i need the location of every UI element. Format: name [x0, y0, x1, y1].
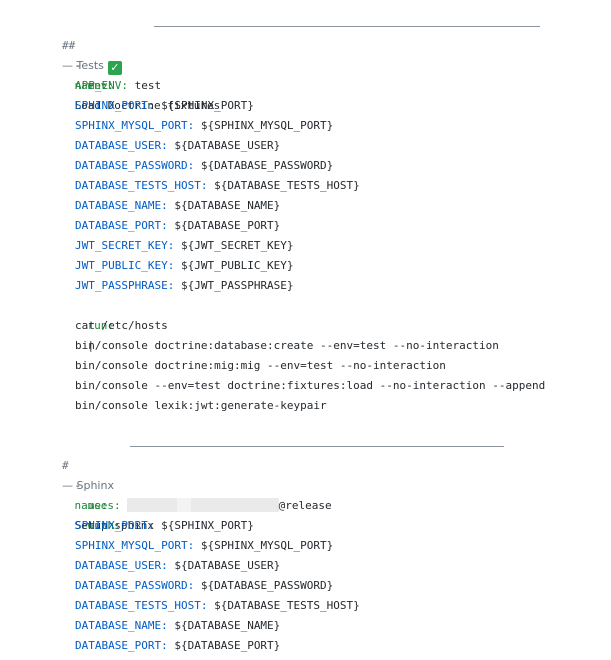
env-var-row: JWT_PUBLIC_KEY: ${JWT_PUBLIC_KEY} — [75, 256, 294, 276]
env-var-row: SPHINX_PORT: ${SPHINX_PORT} — [75, 96, 254, 116]
env-var-key: APP_ENV: — [75, 79, 128, 92]
env-var-row: SPHINX_MYSQL_PORT: ${SPHINX_MYSQL_PORT} — [75, 116, 333, 136]
env-var-row: DATABASE_USER: ${DATABASE_USER} — [75, 136, 280, 156]
env-var-value: ${JWT_PASSPHRASE} — [180, 279, 294, 292]
step1-name-value: Load Doctrine fixtures — [74, 99, 221, 112]
step1-name-line: - name: Load Doctrine fixtures — [48, 36, 221, 112]
step2-name-value: Setup sphinx — [74, 519, 154, 532]
with-var-key: DATABASE_USER: — [75, 559, 168, 572]
step2-uses-key: uses: — [87, 499, 121, 512]
redacted-block — [190, 498, 279, 512]
env-var-value: ${DATABASE_TESTS_HOST} — [214, 179, 360, 192]
tests-section-rule — [154, 26, 540, 27]
env-var-value: test — [134, 79, 162, 92]
env-var-row: JWT_SECRET_KEY: ${JWT_SECRET_KEY} — [75, 236, 294, 256]
env-var-value: ${DATABASE_NAME} — [174, 199, 281, 212]
step2-uses-line: uses: @release — [61, 476, 332, 512]
with-var-key: DATABASE_PASSWORD: — [75, 579, 195, 592]
env-var-key: DATABASE_NAME: — [75, 199, 168, 212]
step1-run-block-indicator: | — [87, 339, 95, 352]
step1-name-key: name: — [74, 79, 108, 92]
with-var-key: SPHINX_PORT: — [75, 519, 155, 532]
with-var-value: ${DATABASE_PASSWORD} — [200, 579, 334, 592]
step2-uses-suffix: @release — [278, 499, 332, 512]
run-command: bin/console --env=test doctrine:fixtures… — [75, 379, 546, 392]
env-var-key: DATABASE_USER: — [75, 139, 168, 152]
with-var-key: DATABASE_TESTS_HOST: — [75, 599, 208, 612]
env-var-value: ${DATABASE_PORT} — [174, 219, 281, 232]
env-var-row: DATABASE_NAME: ${DATABASE_NAME} — [75, 196, 280, 216]
env-var-key: JWT_PASSPHRASE: — [75, 279, 175, 292]
env-var-key: JWT_SECRET_KEY: — [75, 239, 175, 252]
env-var-row: DATABASE_PORT: ${DATABASE_PORT} — [75, 216, 280, 236]
step2-dash: - — [74, 479, 82, 492]
with-var-row: DATABASE_TESTS_HOST: ${DATABASE_TESTS_HO… — [75, 596, 360, 616]
step2-with-key: with: — [87, 519, 121, 532]
with-var-row: SPHINX_MYSQL_PORT: ${SPHINX_MYSQL_PORT} — [75, 536, 333, 556]
with-var-row: DATABASE_PORT: ${DATABASE_PORT} — [75, 636, 280, 656]
env-var-key: JWT_PUBLIC_KEY: — [75, 259, 175, 272]
run-command: bin/console doctrine:mig:mig --env=test … — [75, 359, 446, 372]
step1-run-key: run: — [87, 319, 115, 332]
with-var-value: ${SPHINX_MYSQL_PORT} — [200, 539, 334, 552]
env-var-row: APP_ENV: test — [75, 76, 161, 96]
env-var-row: JWT_PASSPHRASE: ${JWT_PASSPHRASE} — [75, 276, 294, 296]
env-var-value: ${SPHINX_MYSQL_PORT} — [200, 119, 334, 132]
sphinx-section-title: — Sphinx — [62, 479, 114, 492]
with-var-key: SPHINX_MYSQL_PORT: — [75, 539, 195, 552]
env-var-value: ${SPHINX_PORT} — [161, 99, 254, 112]
with-var-row: DATABASE_USER: ${DATABASE_USER} — [75, 556, 280, 576]
with-var-row: DATABASE_PASSWORD: ${DATABASE_PASSWORD} — [75, 576, 333, 596]
env-var-key: DATABASE_TESTS_HOST: — [75, 179, 208, 192]
env-var-value: ${JWT_PUBLIC_KEY} — [180, 259, 294, 272]
env-var-row: DATABASE_TESTS_HOST: ${DATABASE_TESTS_HO… — [75, 176, 360, 196]
env-var-key: SPHINX_PORT: — [75, 99, 155, 112]
step2-with-line: with: — [61, 496, 121, 532]
sphinx-section-rule — [130, 446, 504, 447]
with-var-value: ${DATABASE_NAME} — [174, 619, 281, 632]
step2-name-key: name: — [74, 499, 108, 512]
run-command: cat /etc/hosts — [75, 319, 168, 332]
env-var-key: DATABASE_PORT: — [75, 219, 168, 232]
with-var-row: SPHINX_PORT: ${SPHINX_PORT} — [75, 516, 254, 536]
with-var-value: ${DATABASE_PORT} — [174, 639, 281, 652]
step1-env-key-line: env: — [61, 56, 115, 92]
comment-hash: # — [62, 459, 69, 472]
env-var-value: ${DATABASE_PASSWORD} — [200, 159, 334, 172]
step1-env-key: env: — [87, 79, 115, 92]
run-command: bin/console doctrine:database:create --e… — [75, 339, 499, 352]
with-var-value: ${SPHINX_PORT} — [161, 519, 254, 532]
env-var-value: ${DATABASE_USER} — [174, 139, 281, 152]
with-var-key: DATABASE_PORT: — [75, 639, 168, 652]
redacted-block — [126, 498, 177, 512]
tests-section-title: — Tests — [62, 59, 104, 72]
step2-name-line: - name: Setup sphinx — [48, 456, 154, 532]
with-var-row: DATABASE_NAME: ${DATABASE_NAME} — [75, 616, 280, 636]
white-check-mark-icon: ✓ — [107, 61, 122, 75]
with-var-key: DATABASE_NAME: — [75, 619, 168, 632]
env-var-key: DATABASE_PASSWORD: — [75, 159, 195, 172]
redacted-block — [176, 498, 191, 512]
env-var-row: DATABASE_PASSWORD: ${DATABASE_PASSWORD} — [75, 156, 333, 176]
env-var-value: ${JWT_SECRET_KEY} — [180, 239, 294, 252]
with-var-value: ${DATABASE_TESTS_HOST} — [214, 599, 360, 612]
sphinx-section-comment: # — Sphinx — [48, 436, 114, 492]
env-var-key: SPHINX_MYSQL_PORT: — [75, 119, 195, 132]
with-var-value: ${DATABASE_USER} — [174, 559, 281, 572]
step1-run-line: run: | — [61, 296, 115, 352]
run-command: bin/console lexik:jwt:generate-keypair — [75, 399, 327, 412]
tests-section-comment: ## — Tests✓ — [48, 16, 122, 75]
comment-hash: ## — [62, 39, 76, 52]
step1-dash: - — [74, 59, 82, 72]
